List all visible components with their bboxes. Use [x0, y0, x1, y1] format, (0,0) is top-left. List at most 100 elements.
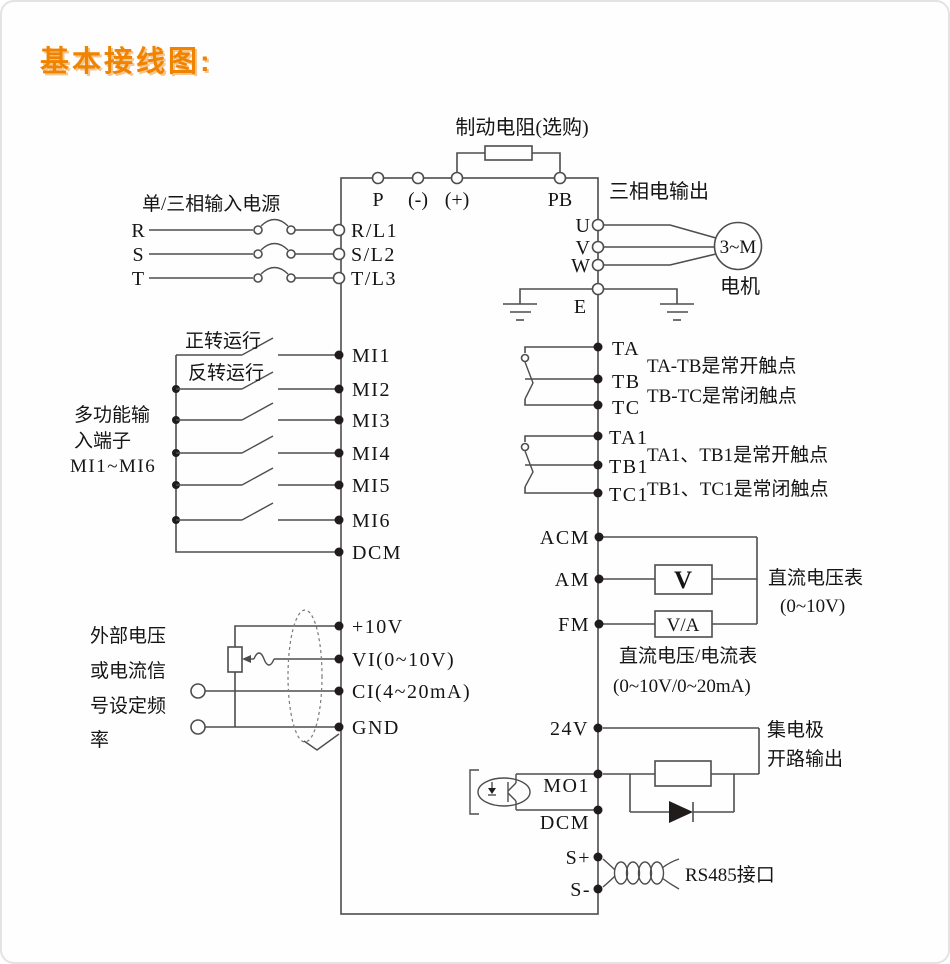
terminal-pb [553, 171, 567, 185]
terminal-fm [594, 619, 604, 629]
resistor-symbol [484, 145, 533, 161]
ground-icon [660, 303, 694, 321]
terminal-minus-label: (-) [408, 189, 428, 211]
terminal-dcm2-label: DCM [540, 812, 590, 834]
collector-label-2: 开路输出 [767, 748, 843, 770]
terminal-mi4 [334, 448, 344, 458]
terminal-tb-label: TB [612, 371, 641, 393]
terminal-r-l1 [332, 223, 346, 237]
volt-ammeter-symbol: V/A [667, 615, 700, 636]
terminal-t-l3-label: T/L3 [351, 268, 397, 290]
terminal-mi6-label: MI6 [352, 510, 391, 532]
terminal-dcm-label: DCM [352, 542, 402, 564]
breaker-arc [260, 218, 289, 227]
motor-symbol-text: 3~M [720, 237, 757, 258]
terminal-tb [593, 374, 603, 384]
external-ci-terminal [190, 683, 206, 699]
earth-circuit: E [503, 282, 694, 321]
terminal-gnd-label: GND [352, 717, 400, 739]
terminal-plus-label: (+) [445, 189, 470, 211]
terminal-10v-label: +10V [352, 616, 404, 638]
dc-volt-ammeter-label: 直流电压/电流表 [619, 645, 757, 667]
terminal-u [591, 218, 605, 232]
dc-bus-terminals: P (-) (+) PB [371, 171, 572, 211]
terminal-mi3 [334, 415, 344, 425]
terminal-24v-label: 24V [550, 718, 589, 740]
terminal-mi4-label: MI4 [352, 443, 391, 465]
terminal-tb1-label: TB1 [609, 456, 649, 478]
terminal-t-l3 [332, 271, 346, 285]
dc-voltmeter-range: (0~10V) [780, 596, 845, 617]
analog-desc-2: 或电流信 [90, 660, 166, 682]
terminal-tc [593, 400, 603, 410]
phase-t-label: T [132, 268, 144, 290]
braking-resistor-label: 制动电阻(选购) [455, 116, 588, 139]
terminal-mi2-label: MI2 [352, 379, 391, 401]
dc-voltmeter-label: 直流电压表 [768, 567, 863, 589]
terminal-mi5-label: MI5 [352, 475, 391, 497]
terminal-mo1-label: MO1 [543, 775, 590, 797]
multi-input-desc-3: MI1~MI6 [70, 456, 156, 477]
analog-desc-3: 号设定频 [90, 695, 166, 717]
terminal-tc1 [593, 488, 603, 498]
terminal-mo1 [593, 769, 603, 779]
multi-input-desc-1: 多功能输 [74, 404, 150, 426]
terminal-p-label: P [372, 189, 383, 211]
terminal-10v [334, 621, 344, 631]
terminal-s-plus-label: S+ [566, 847, 591, 869]
terminal-am-label: AM [555, 569, 590, 591]
mains-input: 单/三相输入电源 R R/L1 S S/L2 T [131, 193, 397, 290]
terminal-e-label: E [574, 296, 586, 318]
terminal-ta-label: TA [612, 338, 640, 360]
motor-label: 电机 [720, 275, 760, 298]
terminal-s-minus-label: S- [570, 879, 591, 901]
digital-inputs: MI1 MI2 MI3 MI4 [70, 330, 402, 564]
terminal-mi5 [334, 480, 344, 490]
terminal-mi6 [334, 515, 344, 525]
terminal-ta1-label: TA1 [609, 427, 649, 449]
motor-output: U V W 3~M 电机 [571, 215, 763, 298]
input-power-label: 单/三相输入电源 [142, 193, 280, 215]
terminal-plus [450, 171, 464, 185]
shielded-cable-ellipse [287, 609, 323, 743]
voltmeter-symbol: V [674, 567, 692, 594]
braking-resistor-circuit: 制动电阻(选购) [455, 116, 589, 172]
relay-output-1: TA TB TC TA-TB是常开触点 TB-TC是常闭触点 [520, 338, 797, 419]
terminal-acm-label: ACM [540, 527, 590, 549]
analog-inputs: +10V VI(0~10V) CI(4~20mA) GND 外部电压 或电流信 … [90, 609, 471, 751]
open-collector-output: 24V MO1 DCM 集电极 开路输出 [469, 718, 843, 834]
rs485-interface: S+ S- RS485接口 [566, 847, 775, 901]
terminal-v [591, 240, 605, 254]
collector-label-1: 集电极 [767, 719, 824, 741]
terminal-p [371, 171, 385, 185]
terminal-s-l2 [332, 247, 346, 261]
terminal-w-label: W [571, 255, 590, 277]
optocoupler-icon [469, 769, 594, 815]
terminal-vi [334, 654, 344, 664]
terminal-vi-label: VI(0~10V) [352, 649, 455, 671]
terminal-w [591, 258, 605, 272]
breaker-contact [286, 249, 296, 259]
terminal-ci-label: CI(4~20mA) [352, 681, 471, 703]
relay2-nc-note: TB1、TC1是常闭触点 [647, 478, 829, 500]
rs485-label: RS485接口 [685, 864, 775, 886]
analog-desc-4: 率 [90, 729, 109, 751]
analog-desc-1: 外部电压 [90, 625, 166, 647]
terminal-acm [594, 532, 604, 542]
relay1-nc-note: TB-TC是常闭触点 [647, 385, 797, 407]
terminal-s-plus [593, 852, 603, 862]
breaker-contact [253, 273, 263, 283]
relay-output-2: TA1 TB1 TC1 TA1、TB1是常开触点 TB1、TC1是常闭触点 [520, 427, 829, 506]
phase-s-label: S [132, 244, 143, 266]
breaker-arc [260, 266, 289, 275]
terminal-ta1 [593, 431, 603, 441]
shield-drain-wire [303, 733, 340, 751]
signal-squiggle [253, 652, 275, 666]
terminal-s-minus [593, 884, 603, 894]
external-gnd-terminal [190, 719, 206, 735]
breaker-arc [260, 242, 289, 251]
terminal-24v [593, 723, 603, 733]
terminal-dcm2 [593, 805, 603, 815]
